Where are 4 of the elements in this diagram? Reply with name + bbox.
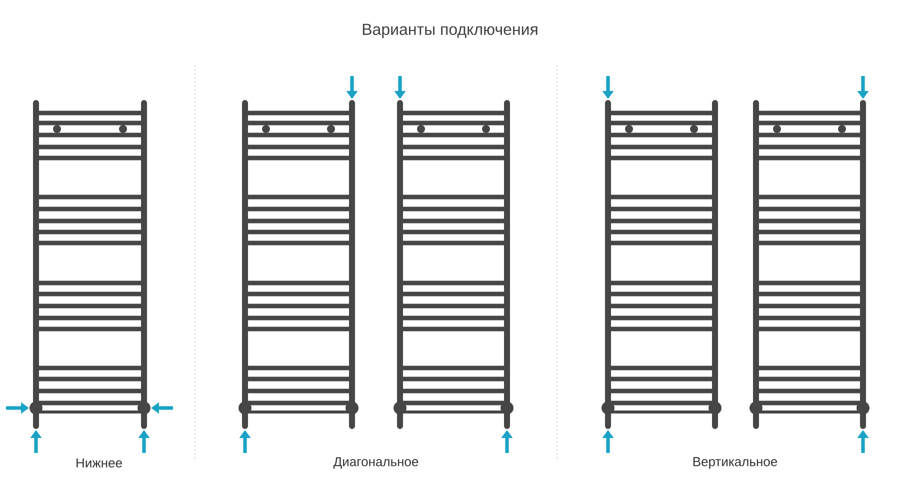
caption: Нижнее: [76, 458, 122, 468]
caption: Вертикальное: [693, 457, 778, 469]
caption: Диагональное: [333, 457, 418, 469]
title: Варианты подключения: [362, 24, 538, 38]
